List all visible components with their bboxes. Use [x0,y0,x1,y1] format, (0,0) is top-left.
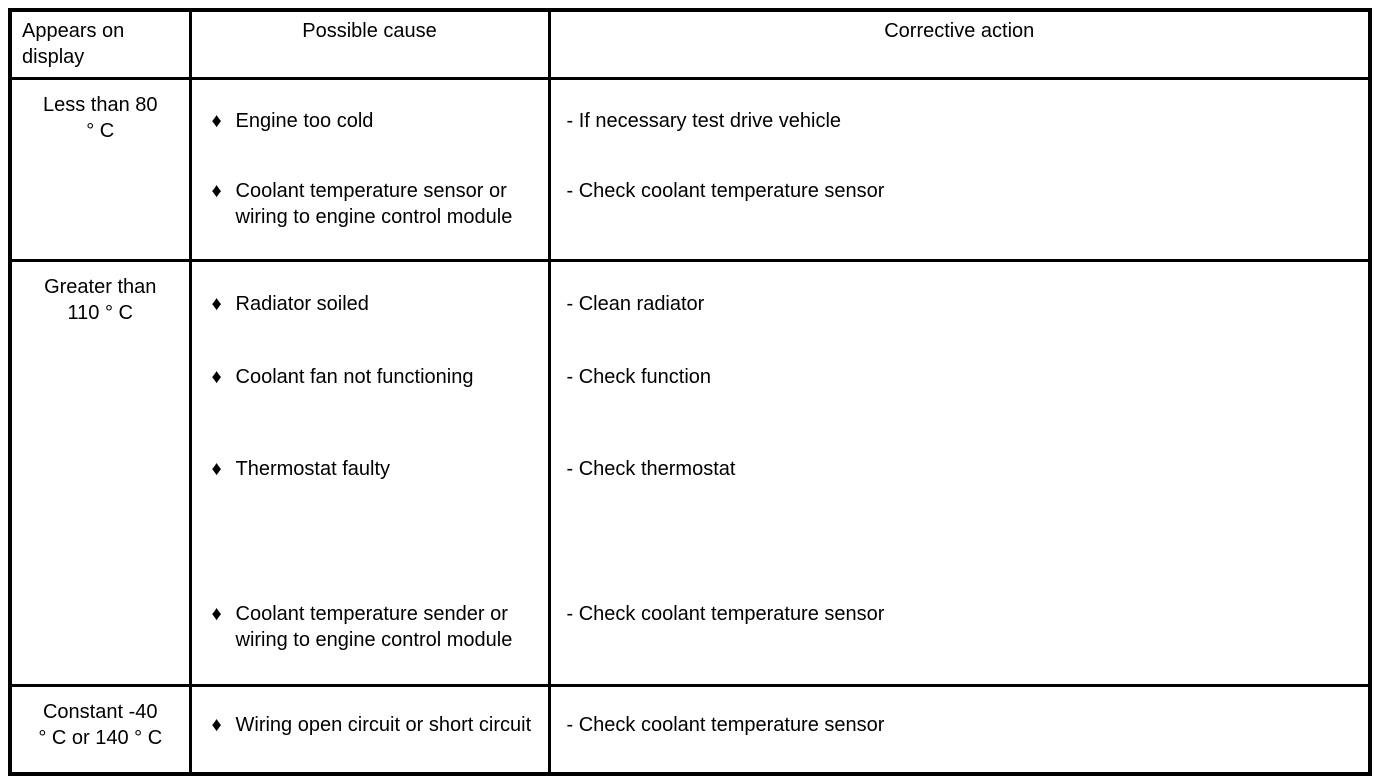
action-item: - If necessary test drive vehicle [566,109,842,132]
diamond-bullet-icon: ♦ [211,457,222,480]
cause-text: Radiator soiled [235,292,369,315]
cause-item: ♦ Engine too cold [192,108,548,178]
cause-text: Coolant temperature sender or wiring to … [235,602,513,651]
diamond-bullet-icon: ♦ [211,292,222,315]
cause-item: ♦ Coolant temperature sender or wiring t… [192,601,548,653]
cause-item: ♦ Coolant temperature sensor or wiring t… [192,178,548,230]
display-line: Constant -40 [42,700,158,723]
action-item: - Check function [566,365,712,388]
display-cell: Constant -40 ° C or 140 ° C [8,683,192,776]
action-cell: - If necessary test drive vehicle - Chec… [547,76,1372,262]
diamond-bullet-icon: ♦ [211,179,222,202]
diamond-bullet-icon: ♦ [211,109,222,132]
cause-item: ♦ Coolant fan not functioning [192,364,548,456]
cause-item: ♦ Wiring open circuit or short circuit [192,712,548,738]
cause-item: ♦ Radiator soiled [192,291,548,364]
header-appears-on-display: Appears on display [8,8,192,80]
action-item: - Check coolant temperature sensor [566,713,885,736]
cause-text: Coolant temperature sensor or wiring to … [235,179,513,228]
cause-cell: ♦ Radiator soiled ♦ Coolant fan not func… [188,258,551,687]
display-line: Greater than [44,275,157,298]
diamond-bullet-icon: ♦ [211,713,222,736]
display-line: Less than 80 [42,93,158,116]
diagnostic-table: Appears on display Possible cause Correc… [8,8,1372,776]
table-row: Constant -40 ° C or 140 ° C ♦ Wiring ope… [8,683,1372,776]
display-cell: Greater than 110 ° C [8,258,192,687]
table-header-row: Appears on display Possible cause Correc… [8,8,1372,80]
display-line: 110 ° C [67,301,133,324]
cause-cell: ♦ Engine too cold ♦ Coolant temperature … [188,76,551,262]
display-line: ° C [86,119,115,142]
header-possible-cause: Possible cause [188,8,551,80]
action-item: - Check coolant temperature sensor [566,179,885,202]
action-item: - Check thermostat [566,457,736,480]
diamond-bullet-icon: ♦ [211,365,222,388]
action-item: - Check coolant temperature sensor [566,602,885,625]
cause-text: Coolant fan not functioning [235,365,474,388]
table-row: Less than 80 ° C ♦ Engine too cold ♦ Coo… [8,76,1372,262]
cause-text: Thermostat faulty [235,457,391,480]
cause-cell: ♦ Wiring open circuit or short circuit [188,683,551,776]
table-row: Greater than 110 ° C ♦ Radiator soiled ♦… [8,258,1372,687]
cause-item: ♦ Thermostat faulty [192,456,548,601]
cause-text: Engine too cold [235,109,374,132]
cause-text: Wiring open circuit or short circuit [235,713,532,736]
diamond-bullet-icon: ♦ [211,602,222,625]
header-corrective-action: Corrective action [547,8,1372,80]
display-cell: Less than 80 ° C [8,76,192,262]
action-cell: - Clean radiator - Check function - Chec… [547,258,1372,687]
action-item: - Clean radiator [566,292,705,315]
action-cell: - Check coolant temperature sensor [547,683,1372,776]
display-line: ° C or 140 ° C [38,726,163,749]
